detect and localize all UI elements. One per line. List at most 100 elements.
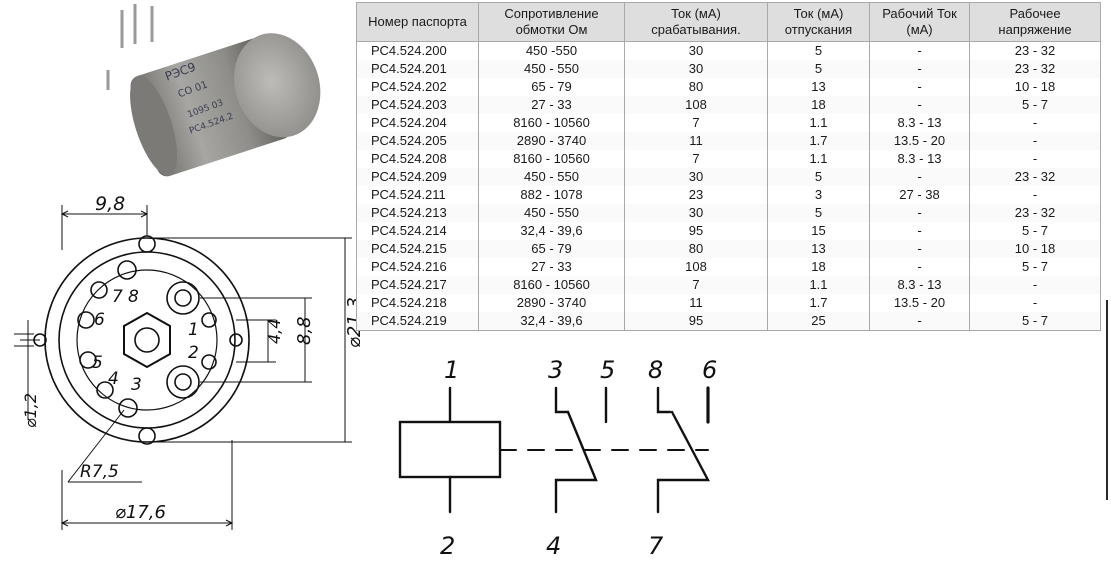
working-current-cell: - [869,96,970,114]
pickup-cell: 95 [624,312,768,331]
resistance-cell: 65 - 79 [478,78,625,96]
passport-cell: РС4.524.200 [356,41,479,60]
table-header-row: Номер паспорта Сопротивление обмотки Ом … [356,2,1101,42]
release-cell: 5 [767,60,870,78]
passport-cell: РС4.524.205 [356,132,479,150]
mount-hole-bottom [138,427,156,445]
spec-table-container: Номер паспорта Сопротивление обмотки Ом … [356,2,1108,345]
passport-cell: РС4.524.214 [356,222,479,240]
voltage-cell: - [969,186,1101,204]
svg-text:6: 6 [94,310,105,330]
pickup-cell: 30 [624,60,768,78]
release-cell: 5 [767,41,870,60]
pickup-cell: 95 [624,222,768,240]
dimension-lines [14,205,352,530]
working-current-cell: - [869,204,970,222]
svg-text:6: 6 [702,356,717,384]
resistance-cell: 27 - 33 [478,96,625,114]
relay-can [130,33,321,177]
relay-schematic: 1 2 3 5 4 8 6 7 [398,356,717,560]
relay-pins [106,4,154,90]
voltage-cell: 23 - 32 [969,168,1101,186]
working-current-cell: - [869,258,970,276]
svg-text:3: 3 [548,356,563,384]
release-cell: 18 [767,96,870,114]
release-cell: 18 [767,258,870,276]
release-cell: 3 [767,186,870,204]
svg-text:7: 7 [648,532,664,560]
resistance-cell: 450 -550 [478,41,625,60]
header-pickup-current: Ток (мА) срабатывания. [624,2,768,42]
release-cell: 25 [767,312,870,331]
resistance-cell: 450 - 550 [478,60,625,78]
pickup-cell: 7 [624,150,768,168]
resistance-cell: 8160 - 10560 [478,150,625,168]
release-cell: 1.7 [767,132,870,150]
pin-circle [76,269,218,411]
passport-cell: РС4.524.209 [356,168,479,186]
voltage-cell: 5 - 7 [969,312,1101,331]
release-cell: 13 [767,78,870,96]
contact-a-armature [554,410,598,514]
contact-b-nc [656,386,672,414]
svg-text:5: 5 [92,353,103,373]
passport-cell: РС4.524.203 [356,96,479,114]
voltage-cell: 5 - 7 [969,96,1101,114]
resistance-cell: 2890 - 3740 [478,132,625,150]
working-current-cell: - [869,222,970,240]
resistance-cell: 8160 - 10560 [478,114,625,132]
pickup-cell: 23 [624,186,768,204]
pickup-cell: 30 [624,41,768,60]
schematic-pin-labels: 1 2 3 5 4 8 6 7 [440,356,717,560]
resistance-cell: 450 - 550 [478,204,625,222]
working-current-cell: 27 - 38 [869,186,970,204]
release-cell: 13 [767,240,870,258]
voltage-cell: 10 - 18 [969,78,1101,96]
inner-flange-circle [58,251,236,429]
voltage-cell: 23 - 32 [969,204,1101,222]
dim-mid-label: 8,8 [294,316,315,345]
passport-cell: РС4.524.218 [356,294,479,312]
passport-cell: РС4.524.211 [356,186,479,204]
pickup-cell: 11 [624,294,768,312]
voltage-cell: 23 - 32 [969,60,1101,78]
resistance-cell: 882 - 1078 [478,186,625,204]
working-current-cell: - [869,168,970,186]
working-current-cell: 8.3 - 13 [869,276,970,294]
relay-photo: РЭС9 СО 01 1095 03 РС4.524.2 [106,4,321,177]
release-cell: 1.7 [767,294,870,312]
svg-text:5: 5 [600,356,615,384]
resistance-cell: 32,4 - 39,6 [478,222,625,240]
dim-radius-label: R7,5 [80,462,119,482]
resistance-cell: 2890 - 3740 [478,294,625,312]
svg-text:2: 2 [188,343,199,363]
pickup-cell: 108 [624,258,768,276]
spec-table: Номер паспорта Сопротивление обмотки Ом … [356,2,1101,331]
working-current-cell: 13.5 - 20 [869,294,970,312]
svg-text:7: 7 [112,287,123,307]
dimension-drawing: 9,8 8,8 ⌀21,3 4,4 ⌀1,2 R7,5 ⌀17,6 1 2 3 … [14,193,360,530]
voltage-cell: - [969,276,1101,294]
center-hex-nut [123,311,171,369]
svg-text:3: 3 [131,375,142,395]
contact-a-nc [554,386,570,414]
dim-bottom-label: ⌀17,6 [115,502,166,523]
working-current-cell: - [869,41,970,60]
voltage-cell: 10 - 18 [969,240,1101,258]
pickup-cell: 7 [624,276,768,294]
pickup-cell: 11 [624,132,768,150]
svg-text:1: 1 [188,320,199,340]
working-current-cell: - [869,312,970,331]
passport-cell: РС4.524.215 [356,240,479,258]
